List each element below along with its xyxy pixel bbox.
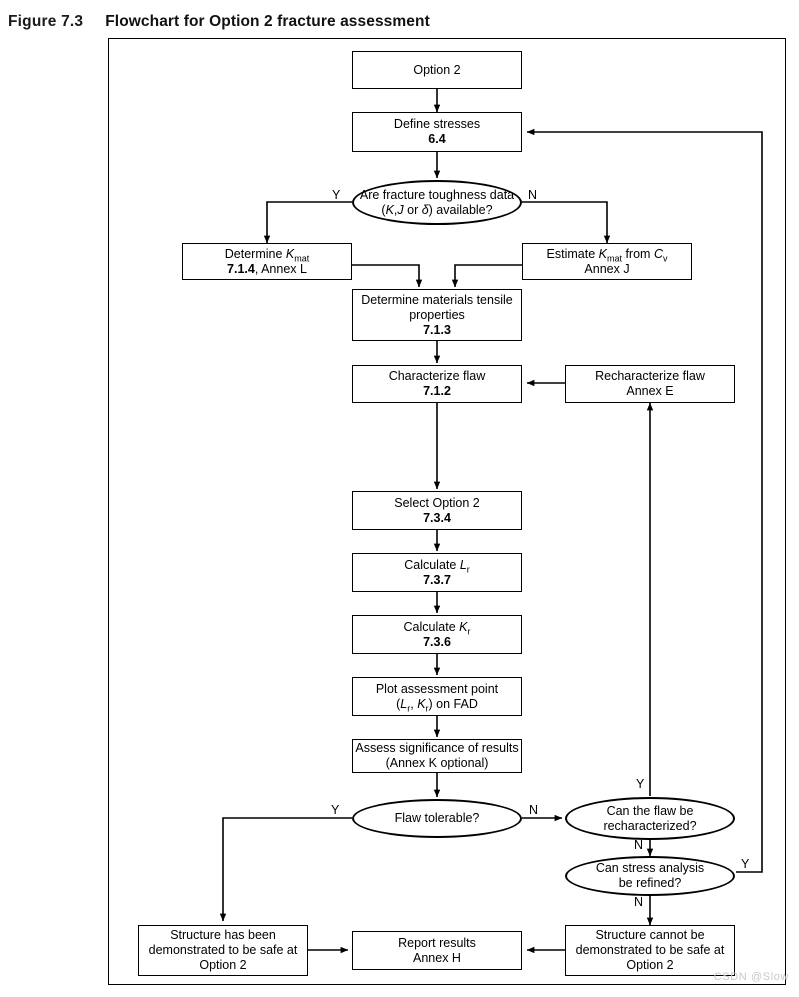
figure-title: Flowchart for Option 2 fracture assessme… <box>105 13 430 30</box>
node-characterize-flaw[interactable]: Characterize flaw 7.1.2 <box>352 365 522 403</box>
node-toughness-question-line2: (K,J or δ) available? <box>381 202 493 217</box>
node-determine-kmat[interactable]: Determine Kmat 7.1.4, Annex L <box>182 243 352 280</box>
node-select-option2-line2: 7.3.4 <box>423 510 451 525</box>
node-characterize-flaw-line1: Characterize flaw <box>388 369 486 383</box>
node-structure-safe-line3: Option 2 <box>199 958 247 972</box>
node-calculate-lr-line2: 7.3.7 <box>423 572 451 587</box>
node-report-results-line2: Annex H <box>413 950 461 965</box>
node-calculate-kr-line2: 7.3.6 <box>423 634 451 649</box>
node-define-stresses-line2: 6.4 <box>428 132 446 146</box>
edge-label-tolerable-no: N <box>529 803 539 817</box>
node-assess-significance-line1: Assess significance of results <box>355 741 519 755</box>
edge-label-toughness-yes: Y <box>332 188 341 202</box>
node-plot-assessment-point-line1: Plot assessment point <box>375 681 499 696</box>
node-characterize-flaw-line2: 7.1.2 <box>423 384 451 398</box>
node-stress-refined-question-line1: Can stress analysis <box>595 861 705 875</box>
node-recharacterize-question-line2: recharacterized? <box>603 818 697 833</box>
node-determine-tensile-line2: properties <box>409 307 465 322</box>
edge-label-stress-no: N <box>634 895 644 909</box>
node-stress-refined-question-line2: be refined? <box>618 876 682 890</box>
node-structure-safe[interactable]: Structure has been demonstrated to be sa… <box>138 925 308 976</box>
node-stress-refined-question[interactable]: Can stress analysis be refined? <box>565 856 735 896</box>
node-report-results[interactable]: Report results Annex H <box>352 931 522 970</box>
node-select-option2-line1: Select Option 2 <box>394 495 480 510</box>
node-estimate-kmat-line2: Annex J <box>584 261 630 276</box>
node-determine-tensile-line1: Determine materials tensile <box>361 292 513 307</box>
node-assess-significance[interactable]: Assess significance of results (Annex K … <box>352 739 522 773</box>
node-recharacterize-flaw-line1: Recharacterize flaw <box>595 369 705 383</box>
node-determine-kmat-line1: Determine Kmat <box>224 246 310 263</box>
node-recharacterize-question-line1: Can the flaw be <box>606 803 694 818</box>
node-structure-safe-line1: Structure has been <box>170 928 276 942</box>
edge-label-stress-yes: Y <box>741 857 750 871</box>
node-structure-safe-line2: demonstrated to be safe at <box>148 943 298 957</box>
node-recharacterize-flaw[interactable]: Recharacterize flaw Annex E <box>565 365 735 403</box>
node-determine-kmat-line2: 7.1.4, Annex L <box>227 261 307 276</box>
edge-label-tolerable-yes: Y <box>331 803 340 817</box>
node-structure-not-safe-line2: demonstrated to be safe at <box>575 943 725 957</box>
edge-label-rechar-yes: Y <box>636 777 645 791</box>
figure-number: Figure 7.3 <box>8 13 84 30</box>
node-define-stresses[interactable]: Define stresses 6.4 <box>352 112 522 152</box>
node-calculate-kr-line1: Calculate Kr <box>403 619 471 636</box>
node-recharacterize-question[interactable]: Can the flaw be recharacterized? <box>565 797 735 840</box>
node-estimate-kmat-line1: Estimate Kmat from Cv <box>546 246 668 263</box>
node-plot-assessment-point[interactable]: Plot assessment point (Lr, Kr) on FAD <box>352 677 522 716</box>
node-assess-significance-line2: (Annex K optional) <box>385 756 489 770</box>
edge-label-rechar-no: N <box>634 838 644 852</box>
node-calculate-kr[interactable]: Calculate Kr 7.3.6 <box>352 615 522 654</box>
node-define-stresses-line1: Define stresses <box>393 117 481 131</box>
node-recharacterize-flaw-line2: Annex E <box>626 384 674 398</box>
node-toughness-question-line1: Are fracture toughness data <box>359 187 515 202</box>
node-select-option2[interactable]: Select Option 2 7.3.4 <box>352 491 522 530</box>
node-flaw-tolerable-question-line1: Flaw tolerable? <box>394 811 480 825</box>
node-structure-not-safe-line1: Structure cannot be <box>595 928 705 942</box>
node-structure-not-safe-line3: Option 2 <box>626 958 674 972</box>
node-toughness-question[interactable]: Are fracture toughness data (K,J or δ) a… <box>352 180 522 225</box>
node-estimate-kmat[interactable]: Estimate Kmat from Cv Annex J <box>522 243 692 280</box>
figure-caption: Figure 7.3 Flowchart for Option 2 fractu… <box>8 10 788 34</box>
node-option2[interactable]: Option 2 <box>352 51 522 89</box>
node-calculate-lr-line1: Calculate Lr <box>404 557 470 574</box>
node-plot-assessment-point-line2: (Lr, Kr) on FAD <box>396 696 478 713</box>
node-determine-tensile-line3: 7.1.3 <box>423 322 451 337</box>
node-determine-tensile[interactable]: Determine materials tensile properties 7… <box>352 289 522 341</box>
watermark: CSDN @Slow <box>713 971 789 983</box>
edge-label-toughness-no: N <box>528 188 538 202</box>
node-calculate-lr[interactable]: Calculate Lr 7.3.7 <box>352 553 522 592</box>
node-structure-not-safe[interactable]: Structure cannot be demonstrated to be s… <box>565 925 735 976</box>
node-report-results-line1: Report results <box>398 935 476 950</box>
node-flaw-tolerable-question[interactable]: Flaw tolerable? <box>352 799 522 838</box>
node-option2-line1: Option 2 <box>413 62 461 77</box>
